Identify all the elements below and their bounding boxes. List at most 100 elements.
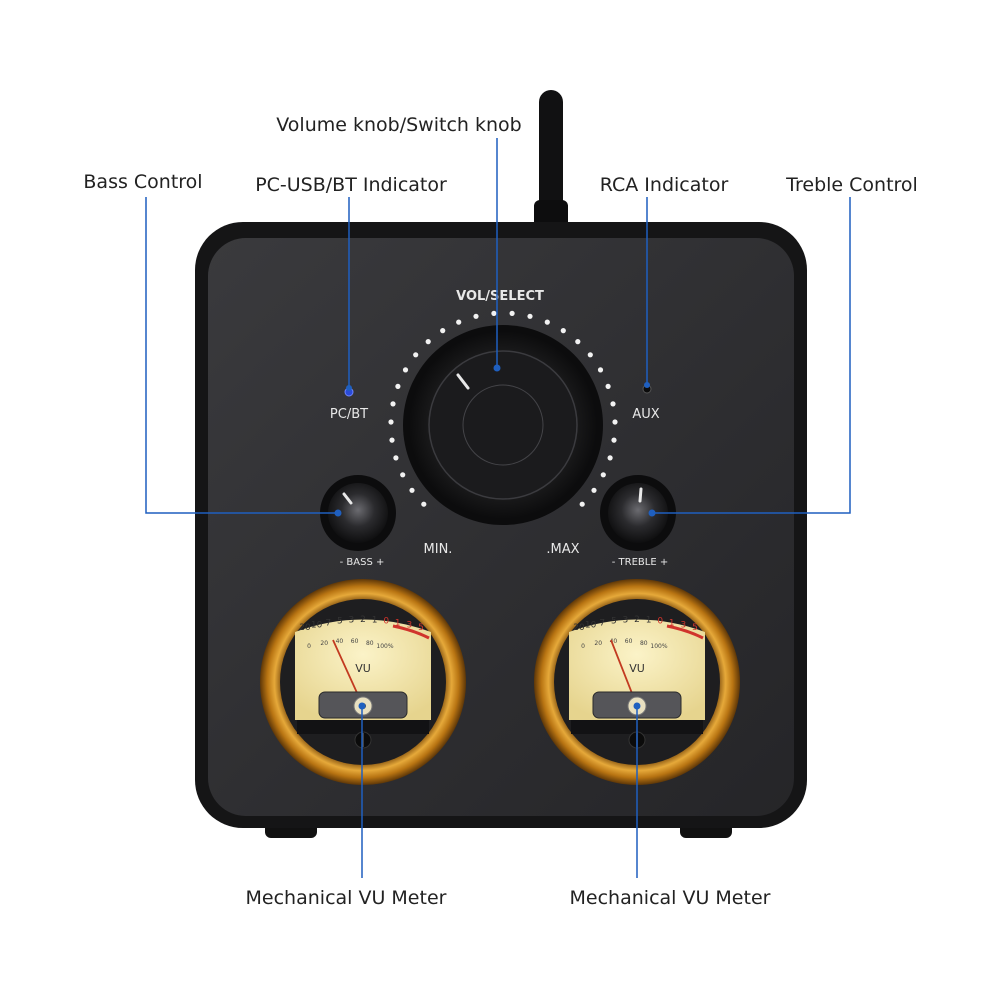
callout-vu-meter-left: Mechanical VU Meter (246, 887, 447, 909)
volume-scale-dot (587, 352, 593, 358)
volume-scale-dot (527, 313, 533, 319)
vu-pct-tick-label: 80 (366, 640, 374, 647)
vu-db-tick-label: 5 (611, 617, 617, 627)
vu-pct-tick-label: 20 (320, 640, 328, 647)
vu-pct-tick-label: 40 (610, 638, 618, 645)
callout-bass-control: Bass Control (83, 171, 202, 193)
callout-dot-treble (648, 509, 656, 517)
bass-knob-pointer (342, 492, 353, 505)
treble-knob[interactable] (608, 483, 668, 543)
volume-scale-dot (421, 501, 427, 507)
vu-pct-tick-label: 60 (351, 638, 359, 645)
callout-pc-usb-bt-indicator: PC-USB/BT Indicator (255, 174, 447, 196)
volume-scale-dot (491, 310, 497, 316)
callout-rca-indicator: RCA Indicator (600, 174, 729, 196)
vu-shadow-bar (297, 720, 429, 734)
vu-db-tick-label: 20 (299, 623, 311, 633)
vu-pct-tick-label: 100% (650, 643, 667, 650)
vu-db-tick-label: 0 (657, 617, 663, 627)
volume-scale-dot (390, 401, 396, 407)
vu-db-tick-label: 3 (623, 615, 629, 625)
callout-dot-vu-right (633, 702, 641, 710)
volume-scale-dot (600, 472, 606, 478)
volume-scale-dot (612, 419, 618, 425)
vu-db-tick-label: 10 (311, 621, 323, 631)
volume-scale-dot (544, 319, 550, 325)
vu-db-tick-label: 10 (585, 621, 597, 631)
volume-scale-dot (402, 367, 409, 373)
vu-pct-tick-label: 100% (376, 643, 393, 650)
volume-scale-dot (388, 419, 394, 425)
callout-vu-meter-right: Mechanical VU Meter (570, 887, 771, 909)
callout-line-bass (145, 197, 338, 514)
volume-knob-face (428, 350, 578, 500)
callout-volume-knob: Volume knob/Switch knob (276, 114, 521, 136)
aux-label: AUX (632, 407, 659, 422)
volume-scale-dot (591, 487, 597, 493)
vu-db-tick-label: 1 (395, 618, 401, 628)
vu-pct-tick-label: 40 (336, 638, 344, 645)
volume-scale-dot (597, 367, 604, 373)
vu-pct-tick-label: 0 (307, 643, 311, 650)
treble-knob-pointer (638, 487, 643, 503)
treble-label: - TREBLE + (612, 557, 668, 568)
volume-scale-dot (579, 501, 585, 507)
vu-pct-tick-label: 60 (625, 638, 633, 645)
vu-db-tick-label: 5 (418, 623, 424, 633)
vu-label: VU (355, 662, 371, 675)
vu-db-tick-label: 3 (407, 621, 413, 631)
callout-dot-volume (493, 364, 501, 372)
vu-red-zone (666, 624, 704, 640)
vu-db-tick-label: 5 (692, 623, 698, 633)
volume-scale-dot (400, 472, 406, 478)
vu-db-tick-label: 5 (337, 617, 343, 627)
vu-db-tick-label: 2 (634, 615, 640, 625)
volume-scale-dot (393, 455, 399, 461)
vu-pct-tick-label: 0 (581, 643, 585, 650)
vu-db-tick-label: 3 (681, 621, 687, 631)
volume-scale-dot (509, 310, 515, 316)
vu-db-tick-label: 2 (360, 615, 366, 625)
max-label: .MAX (546, 542, 579, 557)
volume-scale-dot (607, 455, 613, 461)
callout-line-treble (652, 197, 851, 514)
bass-label: - BASS + (340, 557, 385, 568)
volume-scale-dot (456, 319, 462, 325)
callout-lines (145, 138, 851, 878)
vu-pct-tick-label: 20 (594, 640, 602, 647)
volume-knob-pointer (456, 373, 470, 390)
callout-dot-vu-left (358, 702, 366, 710)
callout-treble-control: Treble Control (785, 174, 918, 196)
volume-scale-dot (611, 437, 617, 443)
volume-dot-ring (388, 310, 618, 507)
volume-scale-dot (425, 339, 431, 345)
volume-scale-dot (605, 383, 611, 389)
vu-db-tick-label: 3 (349, 615, 355, 625)
callout-dot-pc-bt (346, 385, 352, 391)
vol-select-label: VOL/SELECT (456, 289, 544, 304)
vu-label: VU (629, 662, 645, 675)
vu-db-tick-label: 7 (599, 618, 605, 628)
min-label: MIN. (424, 542, 453, 557)
volume-scale-dot (413, 352, 419, 358)
volume-scale-dot (610, 401, 616, 407)
callout-dot-rca (644, 382, 650, 388)
callout-dot-bass (334, 509, 342, 517)
callout-dots (334, 364, 656, 710)
vu-db-tick-label: 20 (573, 623, 585, 633)
vu-db-tick-label: 0 (383, 617, 389, 627)
vu-db-tick-label: 1 (372, 615, 378, 625)
vu-pct-tick-label: 80 (640, 640, 648, 647)
bass-knob[interactable] (328, 483, 388, 543)
volume-scale-dot (389, 437, 395, 443)
pc-bt-label: PC/BT (330, 407, 368, 422)
volume-scale-dot (575, 339, 581, 345)
volume-scale-dot (473, 313, 479, 319)
volume-scale-dot (409, 487, 415, 493)
